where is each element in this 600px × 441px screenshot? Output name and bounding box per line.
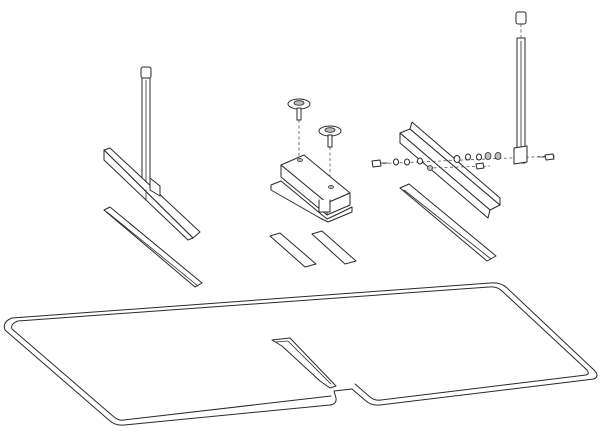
screw-left	[371, 159, 382, 168]
washer-5	[465, 153, 471, 161]
left-angle-bracket-flange	[103, 149, 194, 241]
right-angle-bracket-flange	[399, 132, 491, 219]
left-post-assembly	[103, 66, 203, 288]
center-strip-left	[269, 232, 317, 268]
nut-lower	[427, 165, 433, 171]
washer-4	[453, 155, 461, 163]
base-plate	[3, 282, 598, 426]
washer-2	[404, 158, 410, 166]
center-strip-right	[311, 230, 357, 265]
hardware-axis	[371, 155, 556, 165]
bracket-hole-right	[328, 185, 334, 189]
base-plate-slot	[271, 337, 337, 389]
screw-right	[544, 153, 555, 161]
right-post-assembly	[399, 11, 527, 262]
right-post-mount-plate	[513, 145, 528, 165]
left-angle-bracket-upright	[149, 177, 161, 197]
leveling-foot-left	[287, 98, 311, 158]
bracket-hole-left	[297, 158, 303, 162]
left-base-strip-edge	[106, 211, 199, 287]
left-post-cap	[140, 66, 152, 79]
right-base-strip	[399, 183, 497, 262]
leveling-foot-right	[318, 125, 342, 182]
base-plate-slot-inner	[275, 340, 332, 385]
right-angle-bracket-lip	[409, 121, 501, 206]
base-plate-inner-edge-left	[11, 320, 332, 421]
nut-1	[484, 152, 492, 160]
nut-2	[494, 152, 502, 160]
base-plate-inner-edge	[17, 286, 589, 401]
channel-bracket-flange	[270, 180, 353, 223]
right-base-strip-edge	[403, 189, 492, 260]
channel-bracket-notch	[318, 199, 331, 213]
washer-6	[476, 153, 482, 161]
washer-1	[393, 158, 399, 166]
right-post-cap	[515, 11, 527, 25]
screw-lower	[475, 162, 485, 170]
hardware-set	[371, 145, 556, 171]
left-base-strip	[103, 206, 203, 288]
left-angle-bracket	[103, 147, 201, 239]
center-bracket-assembly	[269, 98, 357, 268]
washer-3	[417, 157, 423, 165]
